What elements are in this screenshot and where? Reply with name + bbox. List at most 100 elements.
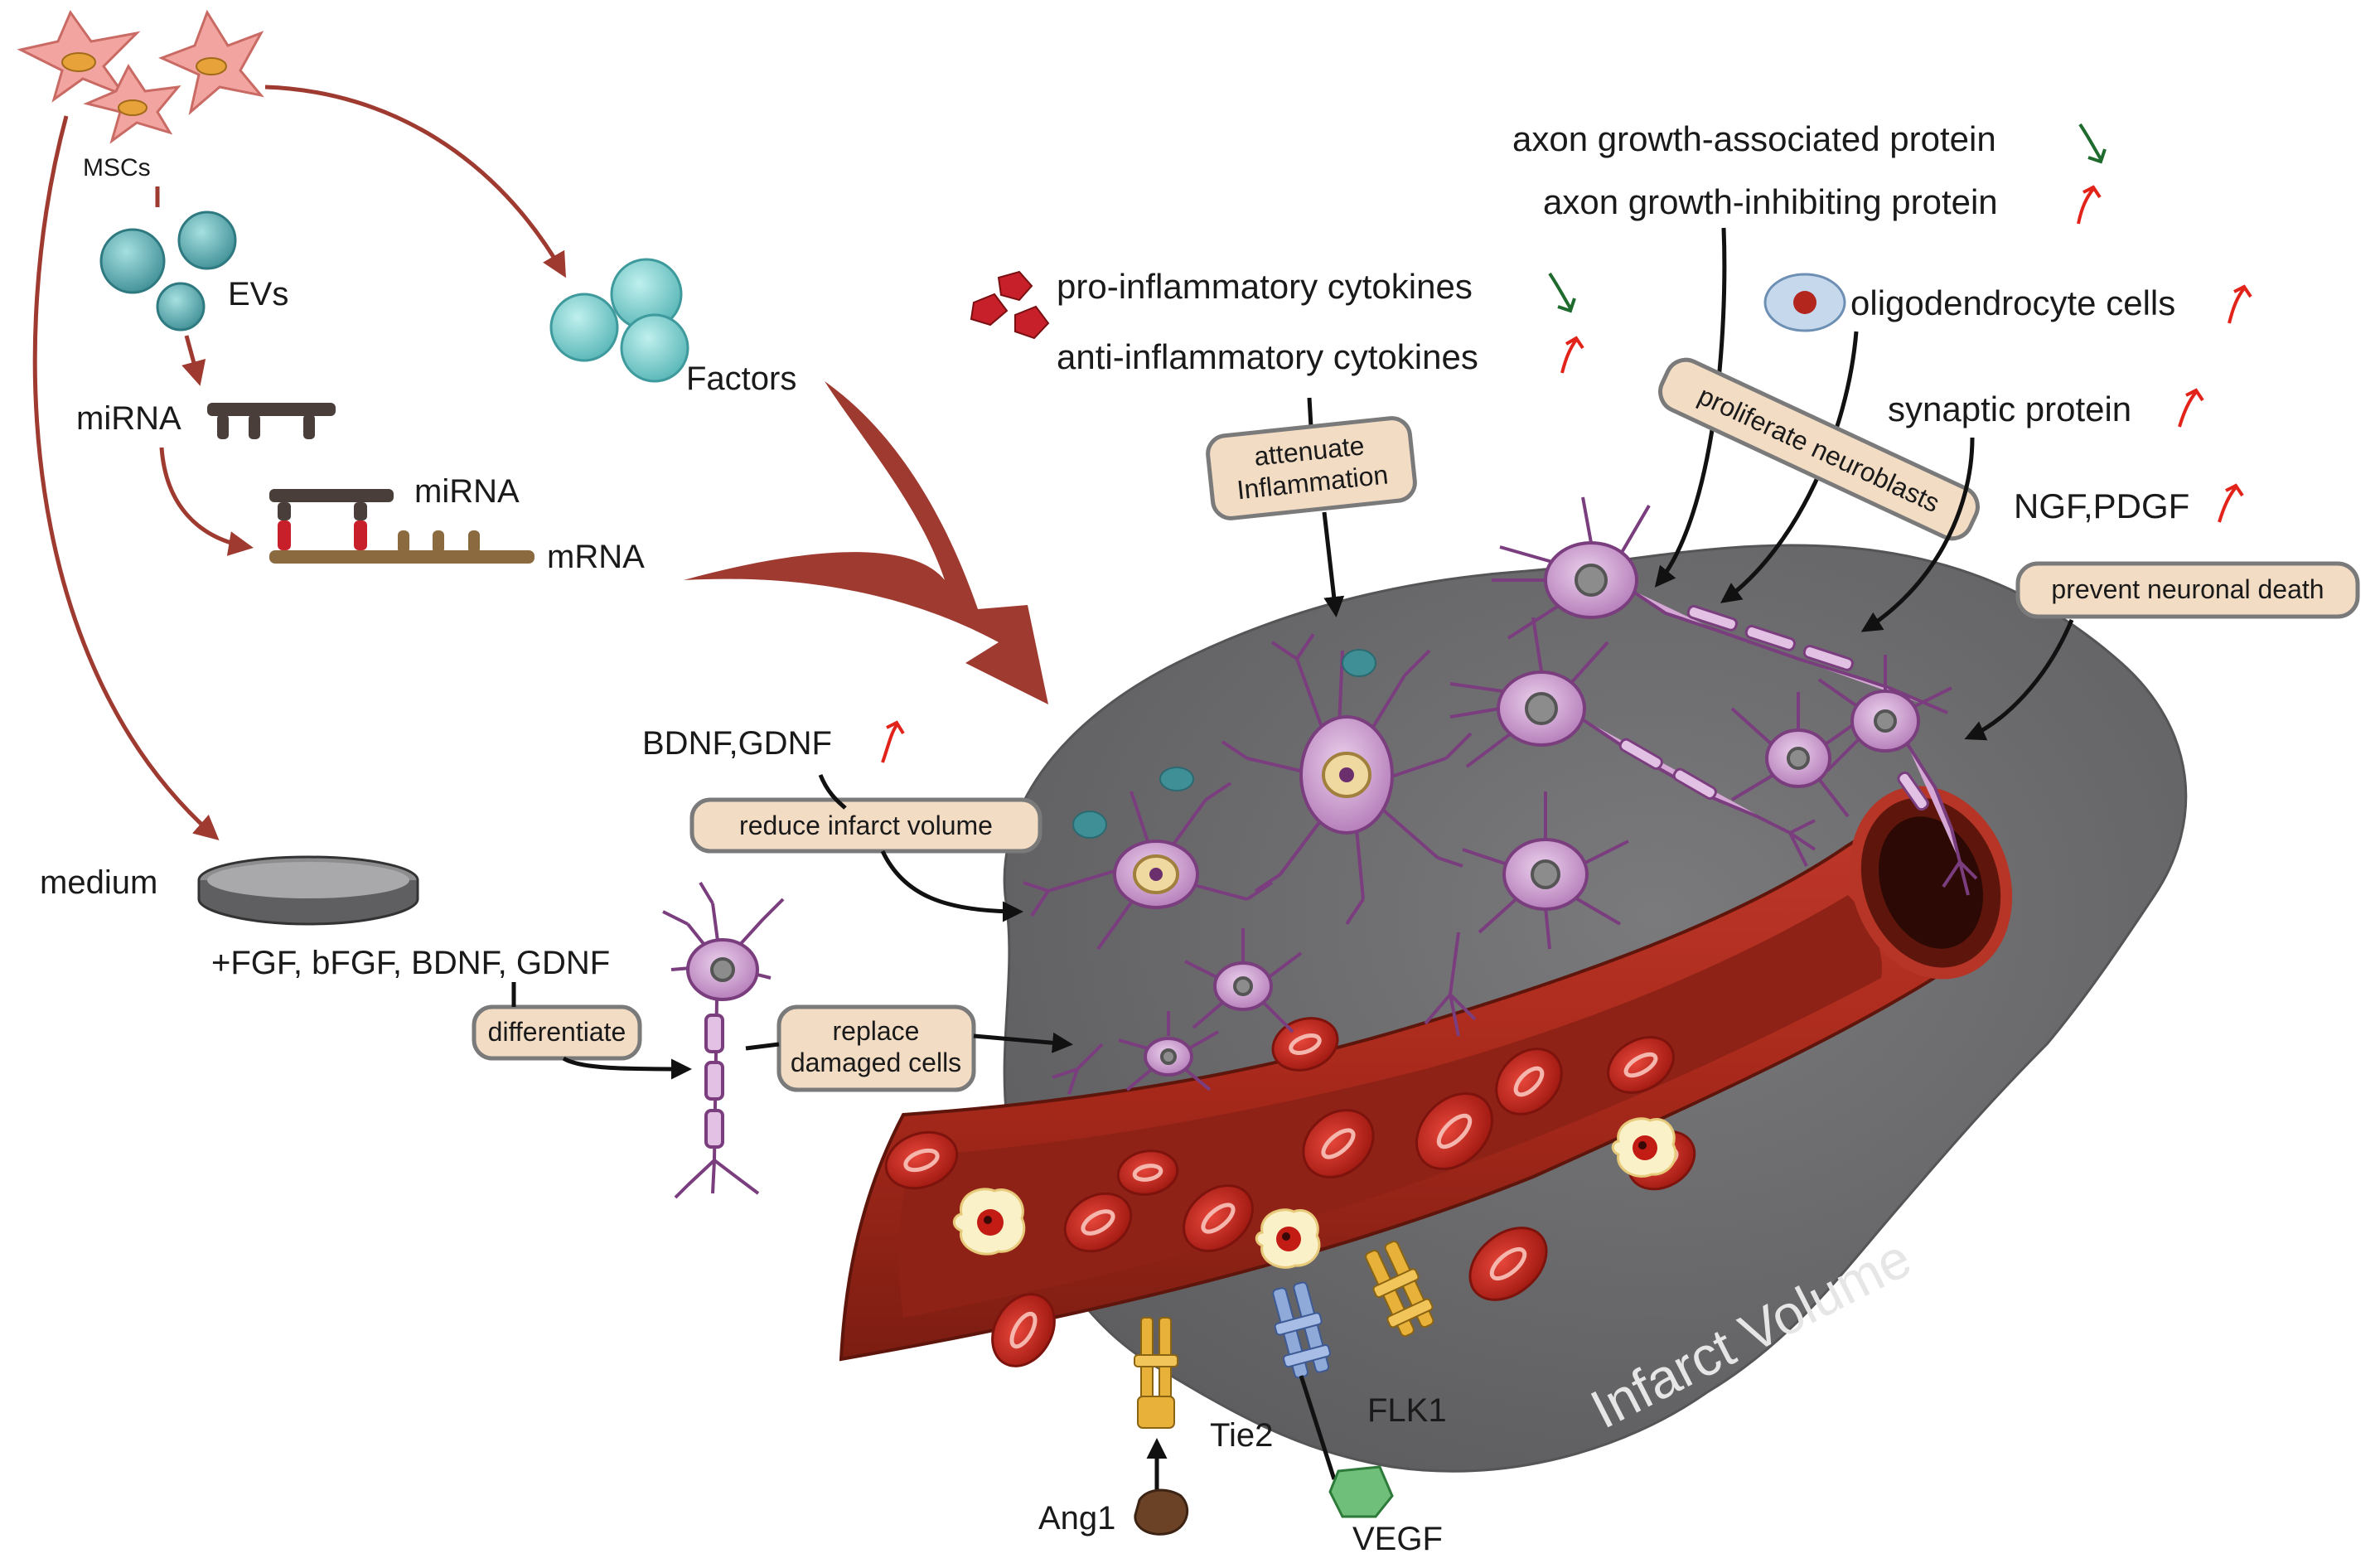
up-arrow-icon bbox=[2228, 284, 2252, 324]
factors-cluster bbox=[549, 258, 689, 383]
up-arrow-icon bbox=[2218, 483, 2244, 523]
prevent-box bbox=[2015, 561, 2360, 619]
arrow-prevent bbox=[1964, 619, 2074, 741]
neuron-icon bbox=[1492, 496, 1948, 714]
differentiate-box bbox=[472, 1004, 642, 1061]
oligodendrocyte-icon bbox=[1763, 273, 1846, 332]
mirna-mrna-complex-icon bbox=[269, 489, 535, 564]
up-arrow-icon bbox=[1560, 336, 1584, 374]
replace-text-2: damaged cells bbox=[791, 1048, 961, 1077]
reduce-infarct-box bbox=[689, 797, 1042, 854]
arrow-mscs-to-medium bbox=[32, 115, 220, 840]
cytokine-icon bbox=[970, 270, 1050, 340]
red-blood-cell-icon bbox=[1063, 1192, 1133, 1253]
neuron-icon bbox=[1817, 655, 1978, 896]
neurons bbox=[1023, 496, 1978, 1095]
neuron-icon bbox=[1023, 782, 1274, 951]
down-arrow-icon bbox=[2078, 123, 2107, 164]
vegf-connector bbox=[1299, 1375, 1337, 1480]
mirna-pair-label: miRNA bbox=[414, 473, 520, 510]
up-arrow-icon bbox=[881, 720, 905, 763]
synaptic-label: synaptic protein bbox=[1888, 390, 2131, 428]
white-blood-cell-icon bbox=[1611, 1117, 1677, 1178]
red-blood-cell-icon bbox=[1607, 1036, 1675, 1094]
dendrite bbox=[1424, 932, 1477, 1037]
medium-label: medium bbox=[40, 864, 157, 901]
vegf-ligand-icon bbox=[1328, 1465, 1394, 1518]
ev-vesicle-icon bbox=[99, 228, 166, 294]
mirna-icon bbox=[207, 403, 336, 439]
pro-inflammatory-label: pro-inflammatory cytokines bbox=[1057, 267, 1473, 306]
neuron-icon bbox=[1730, 692, 1866, 818]
vessel-lumen bbox=[898, 895, 1882, 1318]
red-blood-cell-icon bbox=[1183, 1184, 1254, 1252]
reduce-infarct-text: reduce infarct volume bbox=[739, 811, 993, 840]
red-blood-cell-icon bbox=[884, 1130, 959, 1190]
ang1-label: Ang1 bbox=[1038, 1500, 1115, 1537]
bdnf-label: BDNF,GDNF bbox=[642, 725, 832, 762]
ngf-label: NGF,PDGF bbox=[2014, 486, 2189, 525]
arrow-synaptic bbox=[1860, 437, 1975, 632]
vesicles bbox=[1072, 649, 1376, 839]
white-blood-cells bbox=[952, 1117, 1677, 1269]
arrow-reduce-infarct bbox=[818, 774, 1019, 912]
evs-label: EVs bbox=[228, 276, 288, 312]
ev-vesicle-icon bbox=[1342, 649, 1376, 677]
tie2-receptor-icon bbox=[1134, 1317, 1178, 1429]
attenuate-box bbox=[1206, 416, 1417, 520]
pathway-arrows bbox=[32, 85, 566, 840]
petri-dish-icon bbox=[197, 855, 419, 926]
msc-cell-icon bbox=[158, 9, 264, 116]
neuron-icon bbox=[1221, 632, 1473, 926]
ev-vesicle-icon bbox=[1159, 767, 1194, 791]
mscs-label: MSCs bbox=[83, 154, 151, 181]
mrna-label: mRNA bbox=[547, 539, 645, 575]
receptor-icon bbox=[1365, 1240, 1434, 1338]
flk1-receptor-icon bbox=[1272, 1281, 1331, 1379]
axon-segments bbox=[1618, 605, 1929, 811]
msc-cell-icon bbox=[83, 64, 181, 144]
differentiate-text: differentiate bbox=[488, 1017, 626, 1047]
white-blood-cell-icon bbox=[952, 1188, 1026, 1256]
arrow-converge-to-brain bbox=[684, 381, 1048, 704]
vegf-label: VEGF bbox=[1352, 1521, 1443, 1557]
evs-cluster bbox=[99, 211, 237, 332]
factors-label: Factors bbox=[686, 361, 796, 397]
up-arrow-icon bbox=[2178, 388, 2204, 428]
factor-sphere-icon bbox=[620, 313, 689, 383]
arrow-oligodendrocyte bbox=[1720, 331, 1859, 603]
replace-box bbox=[776, 1004, 976, 1092]
red-blood-cell-icon bbox=[1415, 1091, 1494, 1171]
neuron-icon bbox=[1118, 1011, 1219, 1091]
arrow-evs-to-mirna bbox=[181, 335, 206, 386]
down-arrow-icon bbox=[1548, 272, 1576, 313]
arrow-attenuate-out bbox=[1322, 511, 1345, 617]
red-blood-cell-icon bbox=[1495, 1048, 1563, 1116]
mscs-cluster bbox=[17, 9, 264, 144]
neuron-icon bbox=[1184, 928, 1303, 1033]
tie2-label: Tie2 bbox=[1210, 1417, 1273, 1454]
arrow-mscs-to-factors bbox=[264, 85, 566, 278]
ang1-ligand-icon bbox=[1134, 1488, 1189, 1536]
mirna-label: miRNA bbox=[76, 400, 181, 437]
neuron-icon bbox=[662, 881, 785, 1199]
dendrite bbox=[1052, 1043, 1104, 1095]
red-blood-cells bbox=[884, 1017, 1696, 1367]
oligodendrocyte-label: oligodendrocyte cells bbox=[1850, 283, 2175, 322]
arrow-differentiate bbox=[511, 982, 688, 1069]
factor-sphere-icon bbox=[549, 293, 619, 362]
up-arrow-icon bbox=[2077, 185, 2102, 225]
axon-associated-label: axon growth-associated protein bbox=[1512, 119, 1996, 158]
arrow-replace-in bbox=[745, 1042, 780, 1051]
red-blood-cell-icon bbox=[1302, 1109, 1375, 1178]
flk1-label: FLK1 bbox=[1367, 1392, 1447, 1429]
arrow-attenuate-in bbox=[1307, 397, 1313, 428]
anti-inflammatory-label: anti-inflammatory cytokines bbox=[1057, 337, 1478, 376]
growth-factors-label: +FGF, bFGF, BDNF, GDNF bbox=[211, 945, 610, 981]
red-blood-cell-icon bbox=[991, 1293, 1056, 1367]
white-blood-cell-icon bbox=[1255, 1208, 1321, 1269]
arrow-replace-out bbox=[973, 1032, 1073, 1053]
neuron-icon bbox=[1462, 791, 1629, 950]
msc-cell-icon bbox=[17, 9, 141, 103]
